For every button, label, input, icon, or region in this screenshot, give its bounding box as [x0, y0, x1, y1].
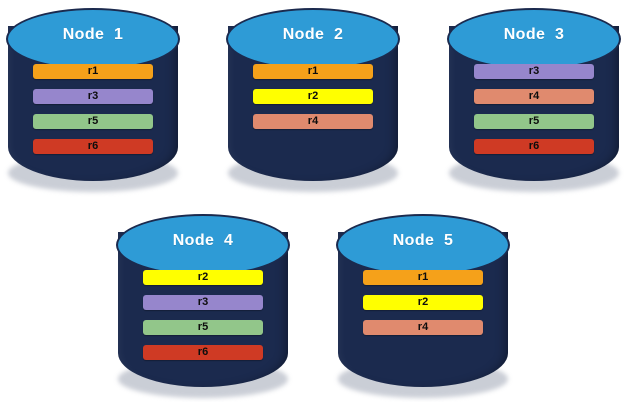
replica-bar-r4[interactable]: r4 — [253, 114, 373, 129]
node-1[interactable]: Node 1 r1 r3 r5 r6 — [2, 4, 184, 194]
node-title: Node 2 — [282, 26, 344, 43]
replica-bar-r2[interactable]: r2 — [143, 270, 263, 285]
node-title: Node 1 — [62, 26, 124, 43]
node-title: Node 4 — [172, 232, 234, 249]
replica-list: r1 r3 r5 r6 — [33, 64, 153, 164]
replica-bar-r4[interactable]: r4 — [474, 89, 594, 104]
replica-bar-r3[interactable]: r3 — [33, 89, 153, 104]
replica-bar-r4[interactable]: r4 — [363, 320, 483, 335]
replica-bar-r2[interactable]: r2 — [253, 89, 373, 104]
replica-bar-r5[interactable]: r5 — [33, 114, 153, 129]
replica-bar-r1[interactable]: r1 — [33, 64, 153, 79]
replica-bar-r5[interactable]: r5 — [474, 114, 594, 129]
node-5[interactable]: Node 5 r1 r2 r4 — [332, 210, 514, 400]
replica-bar-r1[interactable]: r1 — [363, 270, 483, 285]
replica-bar-r1[interactable]: r1 — [253, 64, 373, 79]
replica-bar-r3[interactable]: r3 — [474, 64, 594, 79]
replica-bar-r2[interactable]: r2 — [363, 295, 483, 310]
replica-bar-r6[interactable]: r6 — [143, 345, 263, 360]
replica-list: r3 r4 r5 r6 — [474, 64, 594, 164]
replica-list: r1 r2 r4 — [253, 64, 373, 139]
replica-bar-r6[interactable]: r6 — [33, 139, 153, 154]
node-title: Node 5 — [392, 232, 454, 249]
replica-list: r1 r2 r4 — [363, 270, 483, 345]
node-title: Node 3 — [503, 26, 565, 43]
replica-bar-r6[interactable]: r6 — [474, 139, 594, 154]
node-3[interactable]: Node 3 r3 r4 r5 r6 — [443, 4, 625, 194]
replica-list: r2 r3 r5 r6 — [143, 270, 263, 370]
replica-bar-r5[interactable]: r5 — [143, 320, 263, 335]
node-lid — [336, 214, 510, 276]
replica-bar-r3[interactable]: r3 — [143, 295, 263, 310]
node-2[interactable]: Node 2 r1 r2 r4 — [222, 4, 404, 194]
node-4[interactable]: Node 4 r2 r3 r5 r6 — [112, 210, 294, 400]
